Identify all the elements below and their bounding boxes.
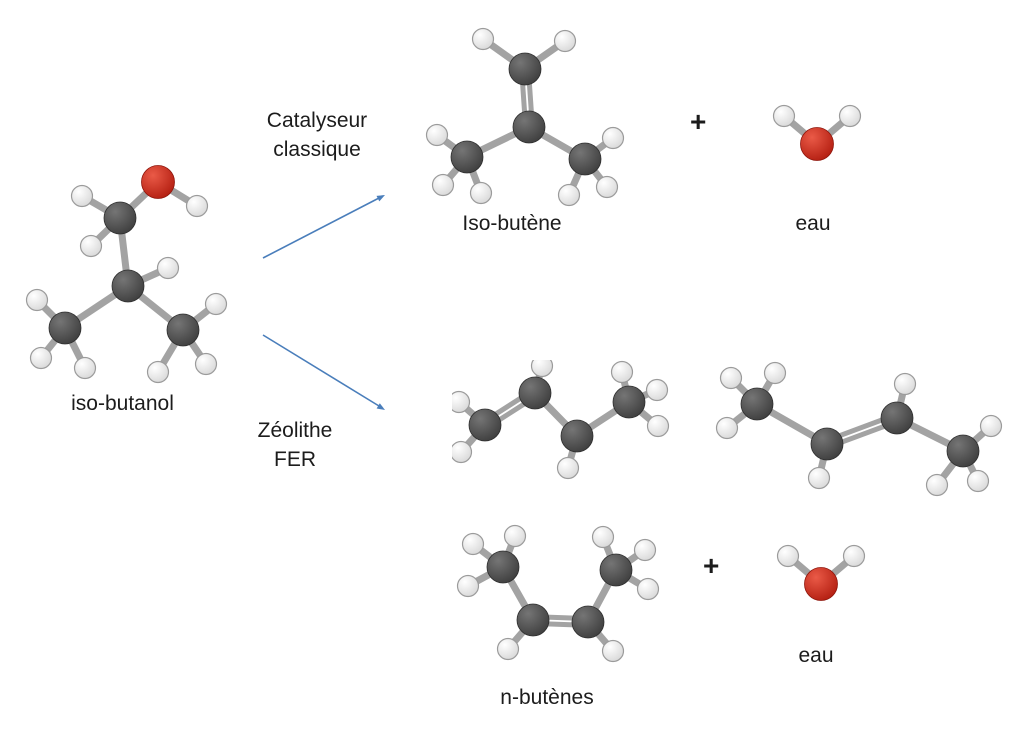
catalyst-top-line2: classique	[273, 137, 361, 161]
carbon-atom	[103, 201, 137, 235]
carbon-atom	[880, 401, 914, 435]
catalyst-bottom-label: Zéolithe FER	[215, 417, 375, 475]
arrow-to-isobutene	[262, 197, 380, 259]
hydrogen-atom	[838, 104, 862, 128]
hydrogen-atom	[553, 29, 577, 53]
arrowhead-top-icon	[376, 195, 385, 202]
hydrogen-atom	[447, 390, 471, 414]
carbon-atom	[486, 550, 520, 584]
hydrogen-atom	[807, 466, 831, 490]
hydrogen-atom	[503, 524, 527, 548]
hydrogen-atom	[715, 416, 739, 440]
hydrogen-atom	[557, 183, 581, 207]
iso-butanol-label: iso-butanol	[71, 392, 174, 415]
hydrogen-atom	[591, 525, 615, 549]
hydrogen-atom	[156, 256, 180, 280]
butene-molecule-3-drawing	[456, 524, 660, 663]
catalyst-bottom-line2: FER	[274, 447, 316, 471]
iso-butanol-molecule	[25, 148, 240, 398]
plus-sign-top: +	[690, 106, 707, 137]
oxygen-atom	[804, 567, 838, 601]
carbon-atom	[508, 52, 542, 86]
hydrogen-atom	[979, 414, 1003, 438]
hydrogen-atom	[456, 574, 480, 598]
hydrogen-atom	[556, 456, 580, 480]
hydrogen-atom	[79, 234, 103, 258]
water-molecule-bottom	[772, 532, 872, 625]
hydrogen-atom	[29, 346, 53, 370]
hydrogen-atom	[925, 473, 949, 497]
hydrogen-atom	[25, 288, 49, 312]
n-butenes-label: n-butènes	[500, 686, 594, 709]
carbon-atom	[810, 427, 844, 461]
hydrogen-atom	[645, 378, 669, 402]
hydrogen-atom	[842, 544, 866, 568]
hydrogen-atom	[471, 27, 495, 51]
hydrogen-atom	[763, 361, 787, 385]
catalyst-top-line1: Catalyseur	[266, 109, 368, 132]
hydrogen-atom	[772, 104, 796, 128]
hydrogen-atom	[719, 366, 743, 390]
iso-butanol-molecule-drawing	[25, 165, 228, 384]
hydrogen-atom	[966, 469, 990, 493]
arrowhead-bottom-icon	[376, 403, 385, 410]
butene-molecule-1-drawing	[447, 354, 670, 480]
plus-sign-bottom: +	[703, 550, 720, 581]
water-molecule-bottom-drawing	[776, 544, 866, 601]
iso-butene-label: Iso-butène	[462, 212, 562, 235]
oxygen-atom	[141, 165, 175, 199]
carbon-atom	[166, 313, 200, 347]
butene-molecule-2	[715, 356, 1005, 503]
catalyst-top-label: Catalyseur classique	[237, 107, 397, 165]
hydrogen-atom	[461, 532, 485, 556]
butene-molecule-3	[448, 524, 660, 669]
hydrogen-atom	[185, 194, 209, 218]
carbon-atom	[571, 605, 605, 639]
hydrogen-atom	[449, 440, 473, 464]
carbon-atom	[612, 385, 646, 419]
water-label-bottom: eau	[798, 644, 834, 667]
hydrogen-atom	[595, 175, 619, 199]
hydrogen-atom	[776, 544, 800, 568]
hydrogen-atom	[194, 352, 218, 376]
carbon-atom	[450, 140, 484, 174]
carbon-atom	[468, 408, 502, 442]
carbon-atom	[599, 553, 633, 587]
iso-butene-molecule-drawing	[425, 27, 625, 207]
carbon-atom	[512, 110, 546, 144]
arrow-to-nbutenes	[262, 334, 380, 407]
carbon-atom	[111, 269, 145, 303]
iso-butene-molecule	[425, 25, 625, 215]
carbon-atom	[518, 376, 552, 410]
carbon-atom	[560, 419, 594, 453]
hydrogen-atom	[893, 372, 917, 396]
oxygen-atom	[800, 127, 834, 161]
hydrogen-atom	[633, 538, 657, 562]
carbon-atom	[48, 311, 82, 345]
water-label-top: eau	[795, 212, 831, 235]
hydrogen-atom	[425, 123, 449, 147]
butene-molecule-1	[447, 354, 672, 490]
hydrogen-atom	[469, 181, 493, 205]
water-molecule-top	[768, 92, 868, 185]
hydrogen-atom	[601, 126, 625, 150]
carbon-atom	[516, 603, 550, 637]
hydrogen-atom	[204, 292, 228, 316]
carbon-atom	[946, 434, 980, 468]
butene-molecule-2-drawing	[715, 361, 1003, 497]
hydrogen-atom	[73, 356, 97, 380]
carbon-atom	[568, 142, 602, 176]
hydrogen-atom	[530, 354, 554, 378]
hydrogen-atom	[610, 360, 634, 384]
carbon-atom	[740, 387, 774, 421]
hydrogen-atom	[601, 639, 625, 663]
hydrogen-atom	[70, 184, 94, 208]
hydrogen-atom	[636, 577, 660, 601]
hydrogen-atom	[431, 173, 455, 197]
hydrogen-atom	[146, 360, 170, 384]
catalyst-bottom-line1: Zéolithe	[257, 419, 333, 442]
hydrogen-atom	[496, 637, 520, 661]
hydrogen-atom	[646, 414, 670, 438]
water-molecule-top-drawing	[772, 104, 862, 161]
